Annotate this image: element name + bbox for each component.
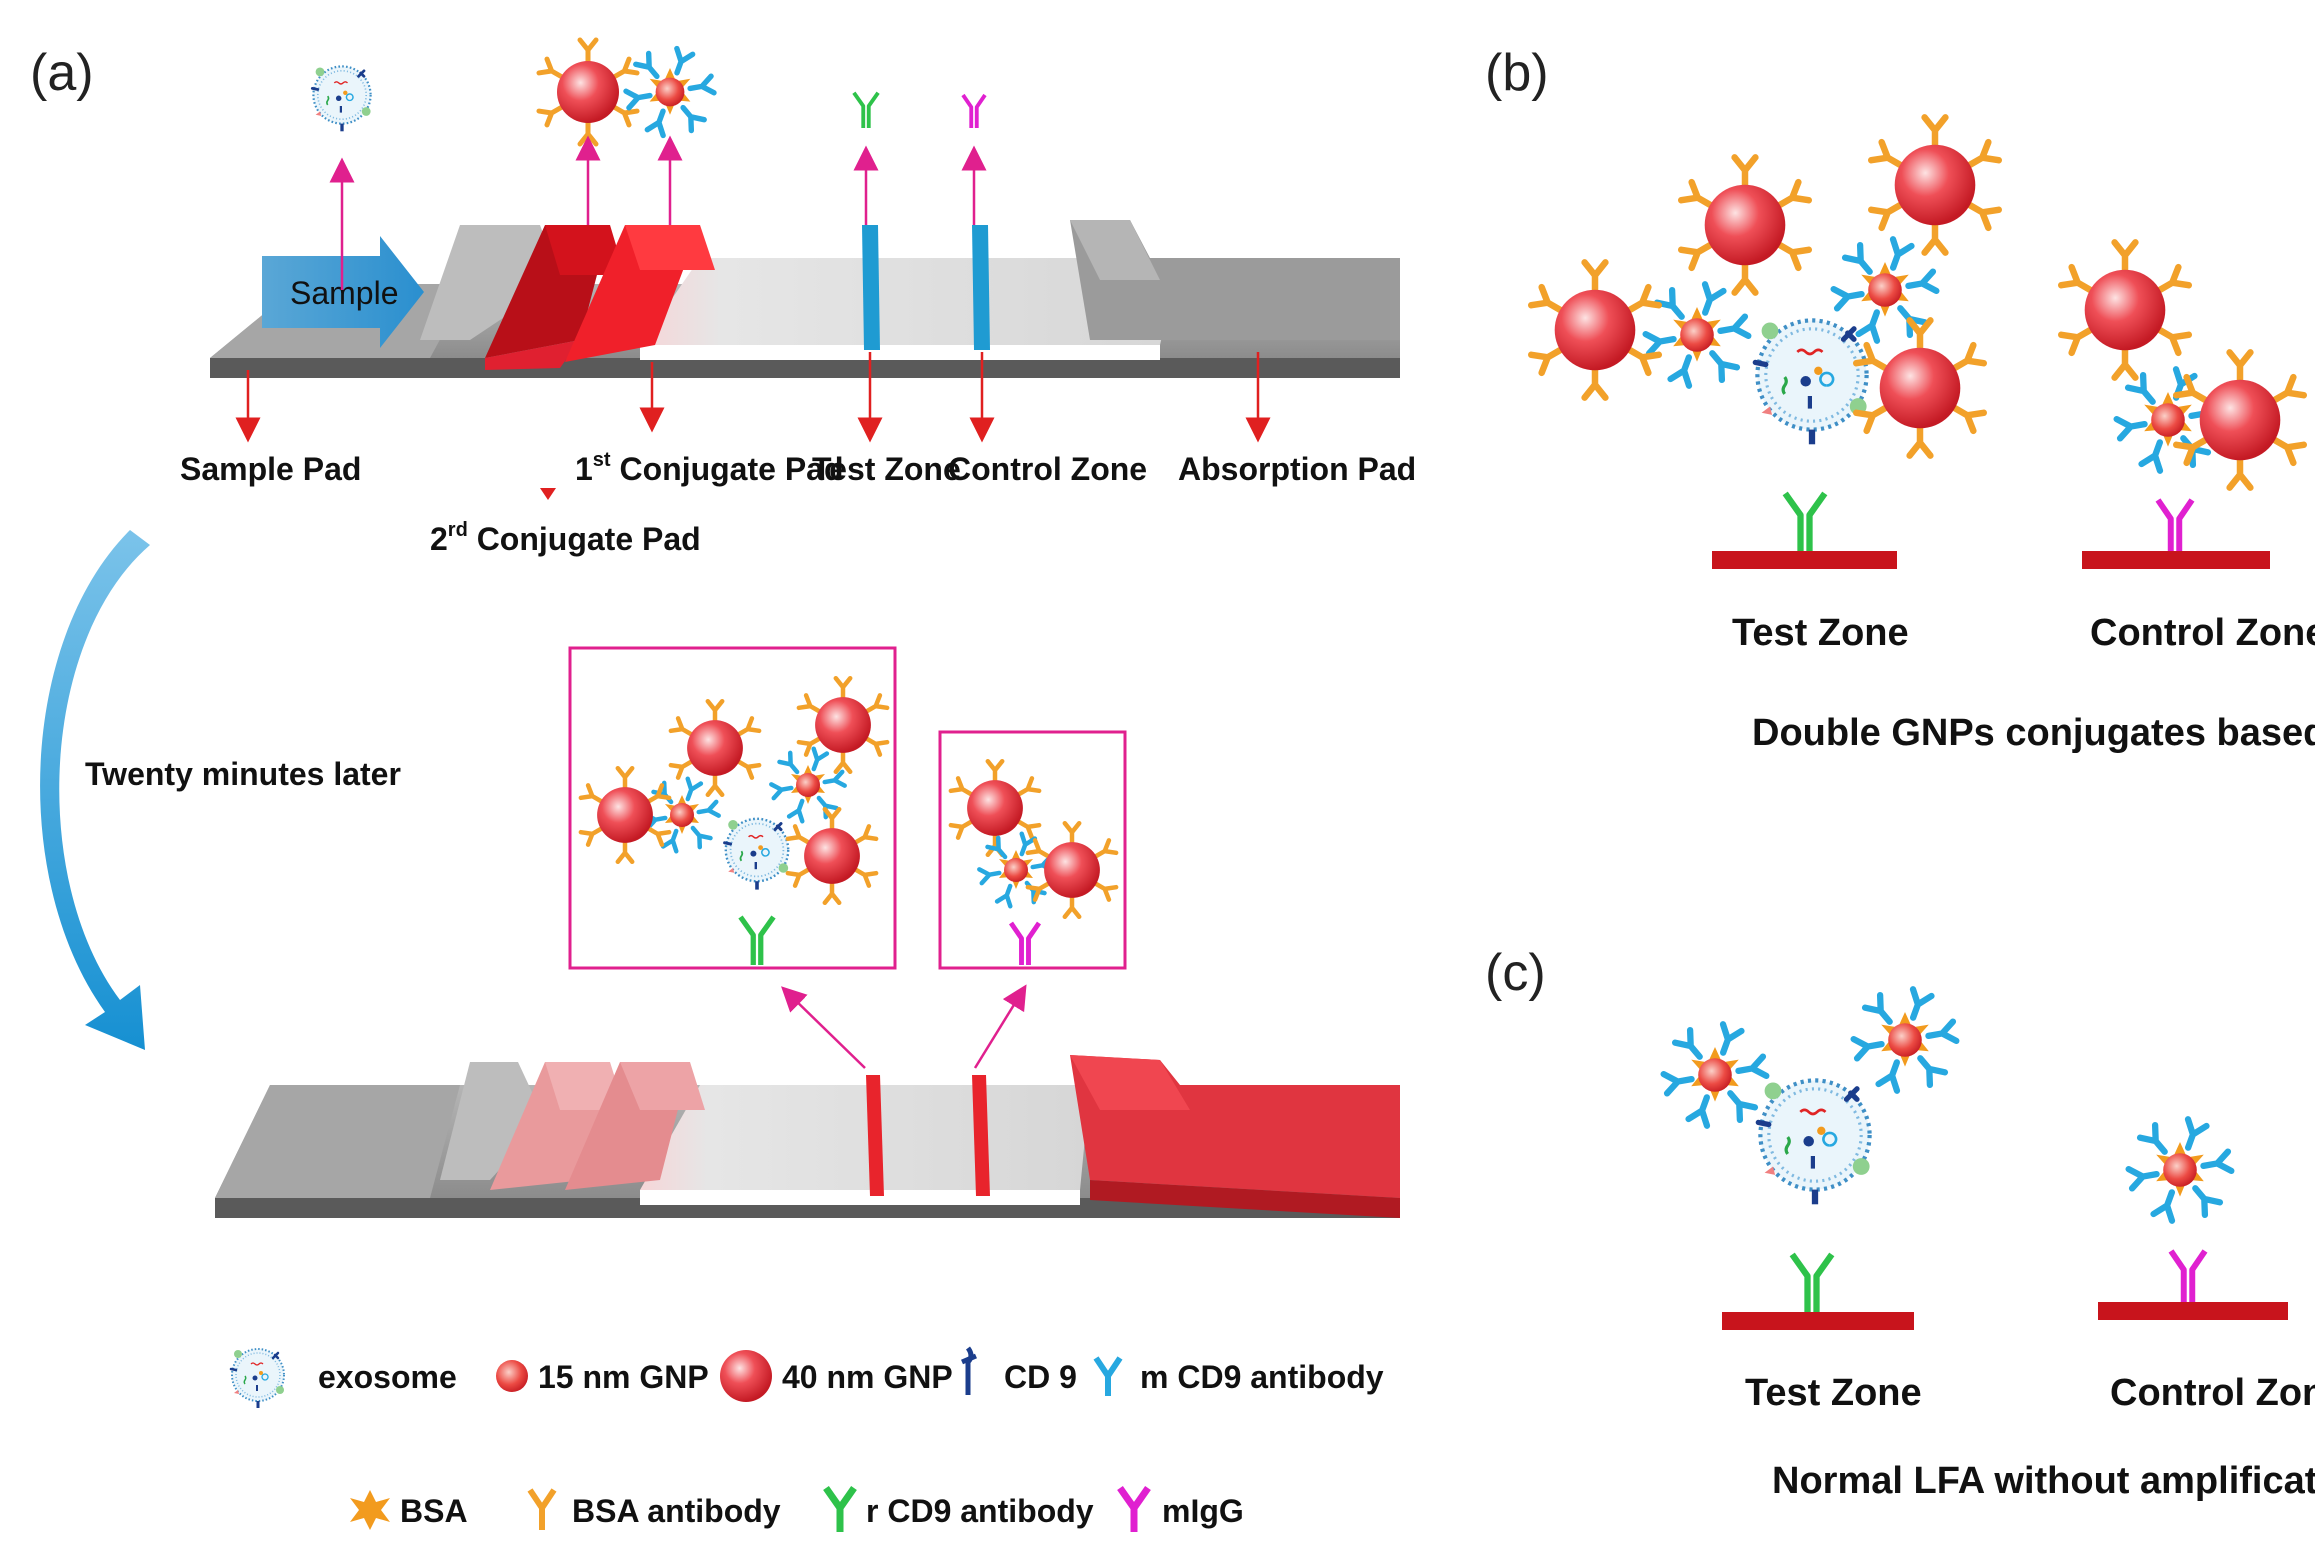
lfa-strip-after bbox=[215, 1055, 1400, 1218]
legend-m-cd9-antibody-icon bbox=[1093, 1356, 1123, 1396]
legend-bsa-antibody-icon bbox=[527, 1488, 557, 1530]
panel-label-b: (b) bbox=[1485, 44, 1549, 102]
panel-b-test-zone-bar bbox=[1712, 551, 1897, 569]
test-line-blue bbox=[862, 225, 880, 350]
panel-b-control-zone-label: Control Zone bbox=[2090, 612, 2315, 654]
legend-bsa: BSA bbox=[400, 1493, 468, 1529]
control-line-blue bbox=[972, 225, 990, 350]
legend-cd9: CD 9 bbox=[1004, 1359, 1077, 1395]
panel-b-test-zone-label: Test Zone bbox=[1732, 612, 1909, 654]
legend-r-cd9-antibody: r CD9 antibody bbox=[866, 1493, 1094, 1529]
legend: exosome 15 nm GNP 40 nm GNP CD 9 m CD9 a… bbox=[229, 1346, 1384, 1532]
label-absorption-pad: Absorption Pad bbox=[1178, 451, 1416, 487]
gnp-15nm-icon bbox=[626, 49, 714, 136]
r-cd9-antibody-icon bbox=[851, 90, 881, 130]
panel-c-test-zone-label: Test Zone bbox=[1745, 1372, 1922, 1414]
label-2nd-conjugate-pad: 2rd Conjugate Pad bbox=[430, 519, 701, 557]
panel-c-test-zone-bar bbox=[1722, 1312, 1914, 1330]
strip-part-labels: Sample Pad 1st Conjugate Pad 2rd Conjuga… bbox=[180, 352, 1416, 557]
panel-c-normal-lfa: Test Zone Control Zone Normal LFA withou… bbox=[1664, 989, 2315, 1502]
label-1st-conjugate-pad: 1st Conjugate Pad bbox=[575, 449, 844, 487]
legend-migg: mIgG bbox=[1162, 1493, 1244, 1529]
legend-15nm-gnp: 15 nm GNP bbox=[538, 1359, 709, 1395]
sample-arrow-label: Sample bbox=[290, 275, 399, 311]
strip-component-icons bbox=[310, 40, 987, 290]
migg-icon bbox=[961, 93, 987, 130]
legend-m-cd9-antibody: m CD9 antibody bbox=[1140, 1359, 1384, 1395]
panel-b-control-zone-bar bbox=[2082, 551, 2270, 569]
panel-b-double-gnp: Test Zone Control Zone Double GNPs conju… bbox=[1531, 117, 2315, 754]
label-sample-pad: Sample Pad bbox=[180, 451, 361, 487]
lfa-strip-before: Sample bbox=[210, 220, 1400, 378]
legend-40nm-gnp-icon bbox=[720, 1350, 772, 1402]
legend-bsa-antibody: BSA antibody bbox=[572, 1493, 781, 1529]
legend-exosome-icon bbox=[229, 1347, 286, 1410]
sample-flow-arrow bbox=[262, 236, 424, 348]
legend-r-cd9-antibody-icon bbox=[823, 1485, 857, 1532]
legend-15nm-gnp-icon bbox=[496, 1360, 528, 1392]
test-line-red bbox=[866, 1075, 884, 1196]
exosome-icon bbox=[310, 64, 373, 133]
label-control-zone: Control Zone bbox=[948, 451, 1147, 487]
legend-migg-icon bbox=[1117, 1485, 1151, 1532]
panel-label-c: (c) bbox=[1485, 944, 1546, 1002]
panel-b-caption: Double GNPs conjugates based LFA bbox=[1752, 712, 2315, 754]
label-twenty-minutes-later: Twenty minutes later bbox=[85, 756, 401, 792]
control-zone-zoom-box bbox=[938, 730, 1127, 970]
panel-c-control-zone-label: Control Zone bbox=[2110, 1372, 2315, 1414]
panel-c-caption: Normal LFA without amplification bbox=[1772, 1460, 2315, 1502]
test-zone-zoom-box bbox=[568, 646, 897, 970]
gnp-40nm-icon bbox=[539, 40, 637, 144]
time-curve-arrow bbox=[40, 530, 150, 1050]
label-test-zone: Test Zone bbox=[812, 451, 961, 487]
legend-exosome: exosome bbox=[318, 1359, 457, 1395]
control-line-red bbox=[972, 1075, 990, 1196]
panel-c-control-zone-bar bbox=[2098, 1302, 2288, 1320]
panel-label-a: (a) bbox=[30, 44, 94, 102]
legend-cd9-icon bbox=[961, 1346, 977, 1395]
legend-40nm-gnp: 40 nm GNP bbox=[782, 1359, 953, 1395]
legend-bsa-icon bbox=[350, 1490, 390, 1530]
